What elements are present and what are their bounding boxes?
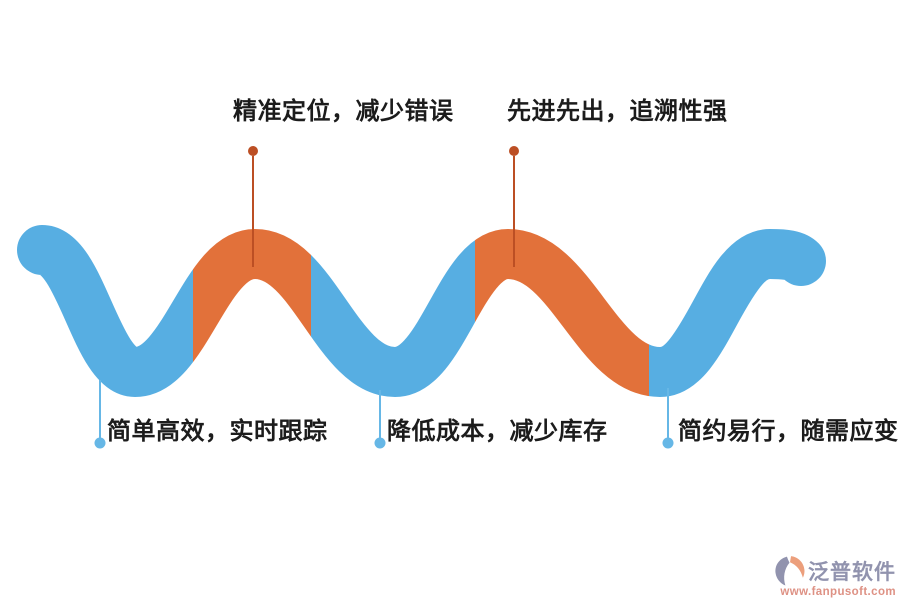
leader-dot-bottom-3 (662, 437, 674, 449)
leader-dot-bottom-2 (374, 437, 386, 449)
logo-name: 泛普软件 (808, 560, 896, 584)
fanpu-logo: 泛普软件 www.fanpusoft.com (773, 554, 896, 598)
leader-dot-bottom-1 (94, 437, 106, 449)
label-bottom-1: 简单高效，实时跟踪 (107, 418, 328, 445)
label-bottom-3: 简约易行，随需应变 (678, 418, 899, 445)
leader-dot-top-2 (509, 146, 519, 156)
fanpu-logo-icon (775, 556, 805, 586)
label-bottom-2: 降低成本，减少库存 (387, 418, 608, 445)
label-top-2: 先进先出，追溯性强 (507, 98, 728, 125)
wave-ribbon (17, 225, 826, 398)
leader-dot-top-1 (248, 146, 258, 156)
label-top-1: 精准定位，减少错误 (233, 98, 454, 125)
logo-url: www.fanpusoft.com (780, 586, 896, 598)
